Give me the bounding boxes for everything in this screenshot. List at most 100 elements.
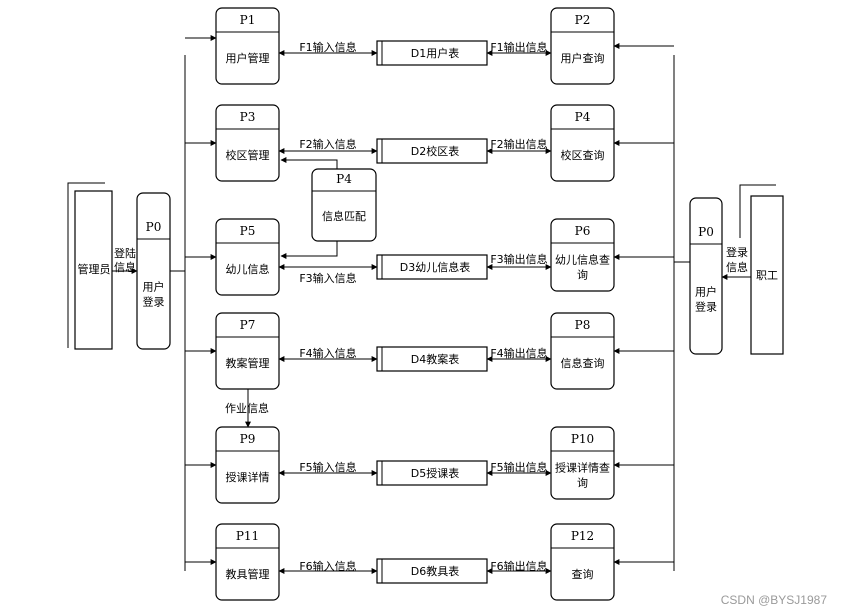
process-p7: P7 教案管理 [215, 312, 280, 390]
flow-label-login: 信息 [114, 260, 136, 274]
store-box [376, 40, 488, 66]
process-box [215, 312, 280, 390]
process-id: P4 [336, 172, 352, 186]
process-id: P4 [575, 110, 591, 124]
process-name: 校区管理 [226, 148, 270, 162]
process-name: 教具管理 [226, 567, 270, 581]
p4-to-p5-flow [280, 241, 338, 259]
process-id: P3 [240, 110, 256, 124]
store-d4: D4教案表 [376, 346, 488, 372]
process-box [215, 7, 280, 85]
process-name: 幼儿信息查 [555, 253, 610, 267]
store-d3: D3幼儿信息表 [376, 254, 488, 280]
process-id: P6 [575, 224, 591, 238]
store-label: D1用户表 [411, 46, 459, 60]
process-box [689, 197, 723, 355]
process-id: P9 [240, 432, 256, 446]
p4-to-p3-flow [280, 157, 338, 169]
process-p4b: P4 校区查询 [550, 104, 615, 182]
process-p2: P2 用户查询 [550, 7, 615, 85]
connector-lines [112, 35, 751, 574]
entity-box [74, 190, 113, 350]
process-id: P1 [240, 13, 256, 27]
store-d2: D2校区表 [376, 138, 488, 164]
process-id: P8 [575, 318, 591, 332]
process-box [550, 523, 615, 601]
process-id: P12 [571, 529, 594, 543]
process-name: 用户管理 [226, 51, 270, 65]
flow-label-in: F2输入信息 [299, 137, 356, 151]
flow-label-out: F3输出信息 [490, 252, 547, 266]
entity-box [750, 195, 784, 355]
store-d6: D6教具表 [376, 558, 488, 584]
process-p1: P1 用户管理 [215, 7, 280, 85]
process-box [550, 7, 615, 85]
store-label: D3幼儿信息表 [400, 260, 470, 274]
entity-shadow [67, 182, 105, 348]
process-name: 校区查询 [561, 148, 605, 162]
process-box [215, 218, 280, 296]
process-box [215, 104, 280, 182]
store-box [376, 558, 488, 584]
process-id: P10 [571, 432, 594, 446]
store-label: D2校区表 [411, 144, 459, 158]
store-d5: D5授课表 [376, 460, 488, 486]
process-box [215, 523, 280, 601]
process-name: 登录 [143, 295, 165, 309]
process-box [550, 426, 615, 500]
store-label: D5授课表 [411, 466, 459, 480]
process-name: 询 [577, 477, 588, 490]
store-box [376, 138, 488, 164]
process-box [136, 192, 171, 350]
process-name: 授课详情查 [555, 461, 610, 475]
store-d1: D1用户表 [376, 40, 488, 66]
flow-label-out: F4输出信息 [490, 346, 547, 360]
flow-label-login: 登录 [726, 245, 748, 259]
flow-label-in: F1输入信息 [299, 40, 356, 54]
process-p3: P3 校区管理 [215, 104, 280, 182]
flow-label-in: F3输入信息 [299, 271, 356, 285]
flow-label-in: F5输入信息 [299, 460, 356, 474]
flow-label-out: F1输出信息 [490, 40, 547, 54]
process-name: 查询 [572, 567, 594, 581]
watermark: CSDN @BYSJ1987 [720, 593, 827, 607]
process-id: P5 [240, 224, 256, 238]
diagram-nodes: D1用户表 F1输入信息 F1输出信息 D2校区表 F2输入信息 F2输出信息 D3幼儿信息… [67, 7, 784, 601]
entity-label: 管理员 [78, 262, 111, 276]
process-id: P0 [146, 220, 162, 234]
entity-staff: 职工 [739, 184, 784, 355]
flow-label-login: 登陆 [114, 246, 136, 260]
flow-label-out: F6输出信息 [490, 559, 547, 573]
store-box [376, 254, 488, 280]
flow-label-login: 信息 [726, 260, 748, 274]
process-p8: P8 信息查询 [550, 312, 615, 390]
process-name: 用户查询 [561, 51, 605, 65]
process-box [215, 426, 280, 504]
entity-label: 职工 [756, 269, 778, 282]
process-id: P7 [240, 318, 256, 332]
flow-label-homework: 作业信息 [225, 401, 269, 415]
process-p5: P5 幼儿信息 [215, 218, 280, 296]
process-id: P0 [698, 225, 714, 239]
process-name: 授课详情 [226, 470, 270, 484]
process-box [550, 312, 615, 390]
entity-admin: 管理员 [67, 182, 113, 350]
flow-label-out: F2输出信息 [490, 137, 547, 151]
process-name: 幼儿信息 [226, 262, 270, 276]
process-id: P2 [575, 13, 591, 27]
process-name: 登录 [695, 300, 717, 314]
store-label: D4教案表 [411, 352, 459, 366]
process-p9: P9 授课详情 [215, 426, 280, 504]
process-p12: P12 查询 [550, 523, 615, 601]
store-box [376, 346, 488, 372]
flow-label-out: F5输出信息 [490, 460, 547, 474]
entity-shadow [739, 184, 776, 238]
process-name: 信息查询 [561, 356, 605, 370]
process-name: 教案管理 [226, 356, 270, 370]
